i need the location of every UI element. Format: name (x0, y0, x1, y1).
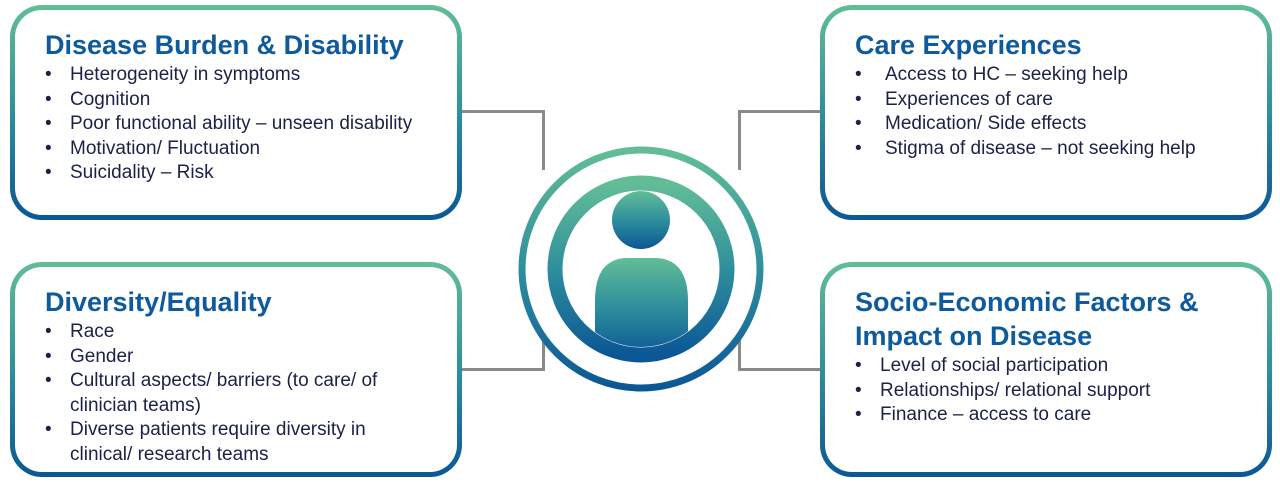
bullet-list: Level of social participation Relationsh… (855, 354, 1150, 428)
connector-bottom-left (462, 368, 545, 371)
list-item: Diverse patients require diversity in cl… (45, 418, 415, 467)
care-experiences-card: Care Experiences Access to HC – seeking … (820, 5, 1272, 220)
list-item: Cognition (45, 88, 412, 113)
bullet-list: Race Gender Cultural aspects/ barriers (… (45, 320, 415, 468)
list-item: Race (45, 320, 415, 345)
card-title: Disease Burden & Disability (45, 30, 404, 60)
list-item: Level of social participation (855, 354, 1150, 379)
bullet-list: Heterogeneity in symptoms Cognition Poor… (45, 63, 412, 186)
list-item: Poor functional ability – unseen disabil… (45, 112, 412, 137)
bullet-list: Access to HC – seeking help Experiences … (855, 63, 1196, 161)
connector-top-right-v (738, 110, 741, 170)
list-item: Gender (45, 345, 415, 370)
list-item: Heterogeneity in symptoms (45, 63, 412, 88)
connector-top-left (462, 110, 545, 113)
card-title: Diversity/Equality (45, 287, 272, 317)
list-item: Finance – access to care (855, 403, 1150, 428)
list-item: Experiences of care (855, 88, 1196, 113)
list-item: Cultural aspects/ barriers (to care/ of … (45, 369, 415, 418)
disease-burden-card: Disease Burden & Disability Heterogeneit… (10, 5, 462, 220)
person-icon (518, 146, 764, 392)
list-item: Suicidality – Risk (45, 161, 412, 186)
diversity-equality-card: Diversity/Equality Race Gender Cultural … (10, 262, 462, 477)
list-item: Stigma of disease – not seeking help (855, 137, 1196, 162)
connector-top-left-v (542, 110, 545, 170)
list-item: Relationships/ relational support (855, 379, 1150, 404)
socio-economic-card: Socio-Economic Factors & Impact on Disea… (820, 262, 1272, 477)
card-title: Care Experiences (855, 30, 1082, 60)
list-item: Medication/ Side effects (855, 112, 1196, 137)
list-item: Access to HC – seeking help (855, 63, 1196, 88)
connector-bottom-right (738, 368, 820, 371)
connector-top-right (738, 110, 820, 113)
list-item: Motivation/ Fluctuation (45, 137, 412, 162)
card-title: Socio-Economic Factors & Impact on Disea… (855, 287, 1199, 351)
